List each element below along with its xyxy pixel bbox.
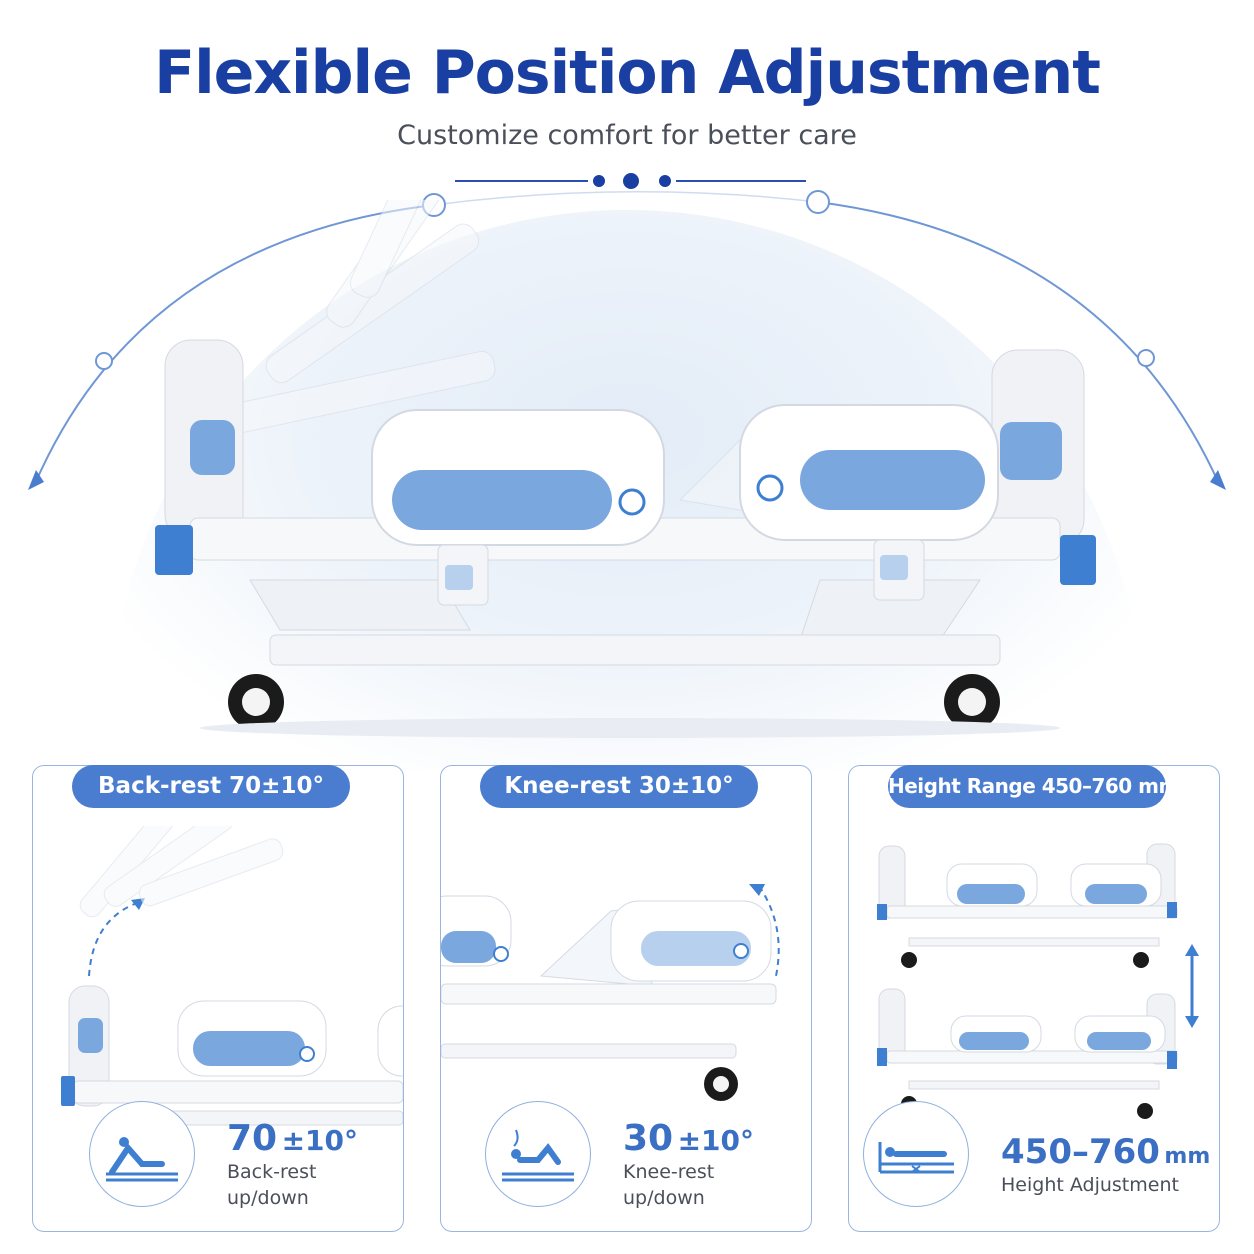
page-title: Flexible Position Adjustment	[154, 38, 1101, 108]
back-rest-panel: 70 ±10° Back-rest up/down	[32, 765, 404, 1232]
back-rest-caption-2: up/down	[227, 1187, 309, 1209]
knee-rest-value: 30	[623, 1118, 674, 1159]
knee-rest-bed-illustration	[441, 884, 780, 1101]
knee-rest-value-block: 30 ±10° Knee-rest up/down	[623, 1118, 754, 1211]
height-value-block: 450–760 mm Height Adjustment	[1001, 1132, 1210, 1198]
back-rest-recline-icon	[89, 1101, 195, 1207]
height-range-panel: 450–760 mm Height Adjustment	[848, 765, 1220, 1232]
height-value: 450–760	[1001, 1132, 1160, 1172]
knee-rest-label-pill: Knee-rest 30±10°	[480, 765, 758, 808]
page-subtitle: Customize comfort for better care	[397, 120, 857, 151]
hospital-bed-illustration	[155, 200, 1096, 738]
rotation-arc	[33, 204, 435, 487]
height-caption-1: Height Adjustment	[1001, 1174, 1179, 1196]
back-rest-unit: ±10°	[281, 1124, 358, 1157]
back-rest-ghost-positions	[228, 200, 496, 433]
back-rest-value-block: 70 ±10° Back-rest up/down	[227, 1118, 358, 1211]
height-adjust-icon	[863, 1101, 969, 1207]
height-unit: mm	[1164, 1144, 1211, 1169]
back-rest-label-pill: Back-rest 70±10°	[72, 765, 350, 808]
knee-rest-raise-icon	[485, 1101, 591, 1207]
knee-rest-panel: 30 ±10° Knee-rest up/down	[440, 765, 812, 1232]
title-divider	[455, 173, 806, 189]
hero-decor	[28, 173, 1226, 490]
knee-rest-unit: ±10°	[677, 1124, 754, 1157]
back-rest-bed-illustration	[61, 826, 403, 1126]
knee-rest-caption-2: up/down	[623, 1187, 705, 1209]
back-rest-value: 70	[227, 1118, 278, 1159]
height-adjust-bed-illustration	[877, 843, 1199, 1119]
back-rest-caption-1: Back-rest	[227, 1161, 317, 1183]
height-range-label-pill: Height Range 450–760 mm	[888, 765, 1179, 808]
knee-rest-caption-1: Knee-rest	[623, 1161, 715, 1183]
